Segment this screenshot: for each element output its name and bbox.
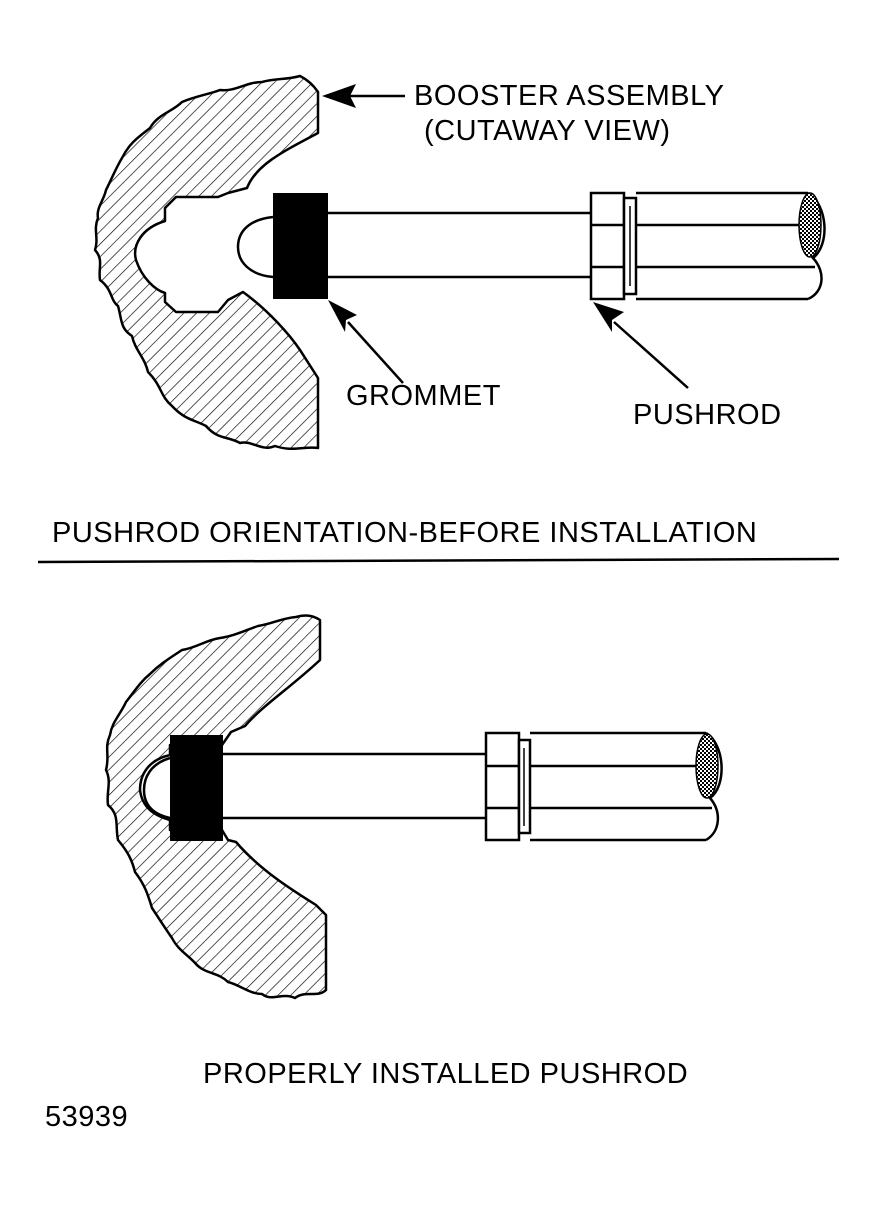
top-pushrod-body [636,191,826,301]
bottom-pushrod-body [530,731,723,842]
bottom-hex-nut [484,731,532,842]
top-grommet [273,193,328,299]
bottom-grommet [170,735,223,841]
section-divider [37,557,840,564]
booster-assembly-label: BOOSTER ASSEMBLY [414,80,725,112]
cutaway-view-label: (CUTAWAY VIEW) [424,115,671,147]
top-caption: PUSHROD ORIENTATION-BEFORE INSTALLATION [52,517,758,549]
grommet-label: GROMMET [346,380,501,412]
pushrod-label: PUSHROD [633,399,782,431]
booster-leader-arrow [322,84,405,108]
top-hex-nut [589,191,638,301]
bottom-view [104,614,723,1000]
top-pushrod-cut-end [798,192,822,258]
top-pushrod-ball-end [236,215,274,279]
bottom-pushrod-ball-end [142,756,171,820]
bottom-caption: PROPERLY INSTALLED PUSHROD [203,1058,689,1090]
pushrod-leader-arrow [593,302,689,389]
figure-number: 53939 [45,1101,129,1133]
grommet-leader-arrow [328,300,404,384]
top-booster-housing [93,74,320,450]
bottom-pushrod-cut-end [695,733,719,799]
top-view [37,74,840,564]
